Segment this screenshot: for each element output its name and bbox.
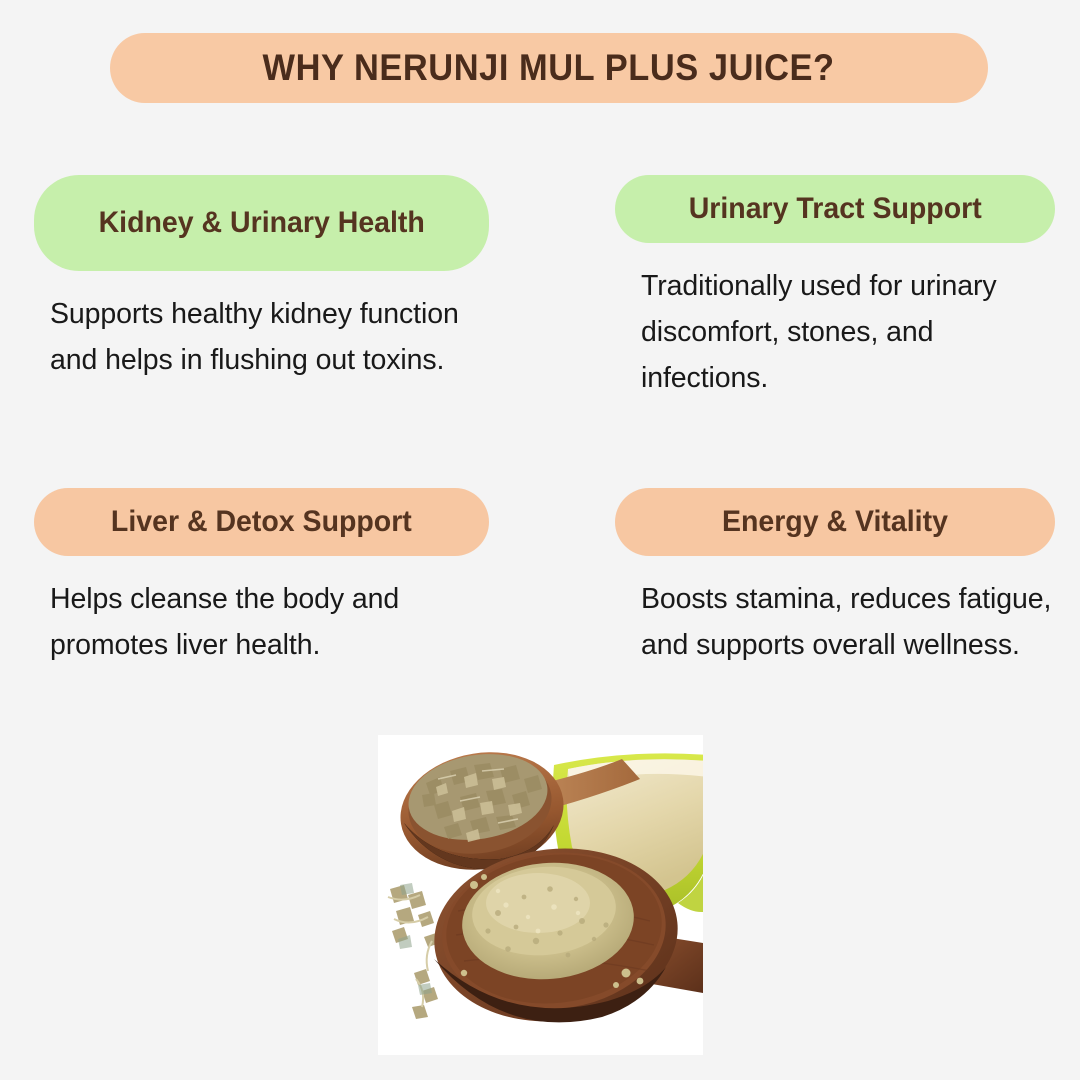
large-spoon-with-powder	[434, 848, 703, 1023]
header-banner: WHY NERUNJI MUL PLUS JUICE?	[110, 33, 988, 103]
benefit-title-label: Urinary Tract Support	[688, 192, 982, 226]
herb-stems	[387, 894, 433, 1008]
herb-spoons-bowl-photo	[378, 735, 703, 1055]
benefit-card-kidney-urinary-health: Kidney & Urinary Health Supports healthy…	[34, 175, 489, 383]
benefit-title-label: Liver & Detox Support	[111, 505, 412, 539]
page-title: WHY NERUNJI MUL PLUS JUICE?	[262, 47, 836, 88]
benefit-title-label: Kidney & Urinary Health	[98, 206, 425, 240]
benefit-title-pill: Urinary Tract Support	[615, 175, 1055, 243]
benefit-body-text: Boosts stamina, reduces fatigue, and sup…	[641, 583, 1052, 662]
photo-illustration	[378, 735, 703, 1055]
benefit-card-liver-detox-support: Liver & Detox Support Helps cleanse the …	[34, 488, 489, 668]
benefit-title-pill: Energy & Vitality	[615, 488, 1055, 556]
benefit-card-energy-vitality: Energy & Vitality Boosts stamina, reduce…	[615, 488, 1055, 668]
benefit-body-text: Supports healthy kidney function and hel…	[50, 298, 459, 377]
benefit-body-text: Helps cleanse the body and promotes live…	[50, 583, 400, 662]
benefit-title-label: Energy & Vitality	[722, 505, 948, 539]
benefit-body-text: Traditionally used for urinary discomfor…	[641, 270, 997, 395]
benefit-title-pill: Liver & Detox Support	[34, 488, 489, 556]
small-spoon-with-herb-chips	[400, 752, 564, 870]
herb-teal-tint	[398, 883, 432, 995]
benefit-card-urinary-tract-support: Urinary Tract Support Traditionally used…	[615, 175, 1055, 401]
benefit-title-pill: Kidney & Urinary Health	[34, 175, 489, 271]
